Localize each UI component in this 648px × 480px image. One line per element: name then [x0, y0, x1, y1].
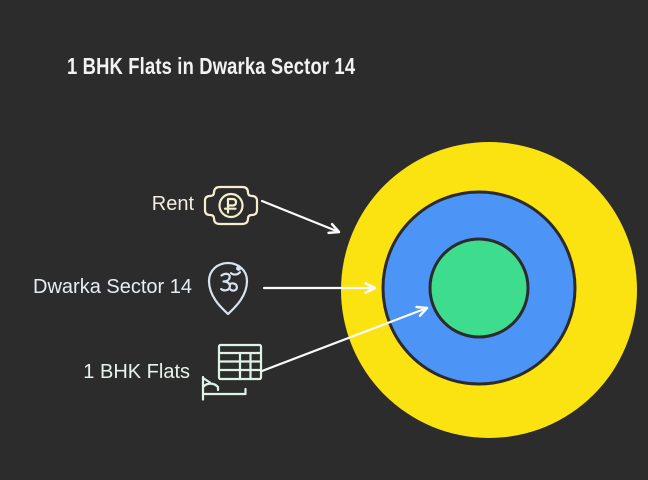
ring-bhk-inner-circle — [428, 237, 530, 339]
building-bed-icon — [201, 343, 263, 401]
arrow-to-bhk-ring — [260, 305, 429, 373]
legend-label-dwarka-sector-14: Dwarka Sector 14 — [33, 276, 192, 298]
arrow-to-rent-ring — [260, 199, 341, 235]
banknote-ruble-icon — [203, 185, 259, 226]
map-pin-om-icon — [207, 261, 249, 316]
page-title: 1 BHK Flats in Dwarka Sector 14 — [67, 53, 356, 79]
legend-label-rent: Rent — [151, 193, 194, 215]
legend-label-1-bhk-flats: 1 BHK Flats — [83, 361, 190, 383]
